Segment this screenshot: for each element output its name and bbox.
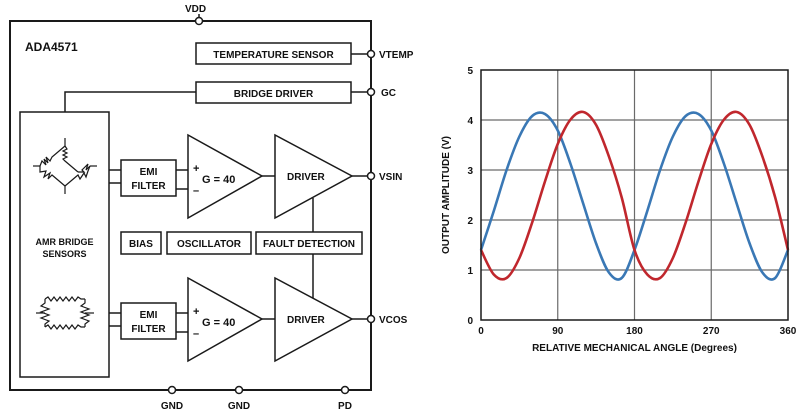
vdd-pin: [194, 16, 204, 26]
bridge-driver-wire: [64, 91, 196, 112]
pd-pin: [340, 385, 350, 395]
emi-filter-top-line1: EMI: [140, 167, 158, 178]
driver-bottom: [274, 276, 354, 363]
gnd-label-2: GND: [228, 401, 250, 412]
chip-name: ADA4571: [25, 40, 78, 54]
plot-frame: [480, 69, 789, 321]
y-axis-label: OUTPUT AMPLITUDE (V): [441, 136, 452, 254]
emi-filter-bottom-line1: EMI: [140, 310, 158, 321]
bridge-driver-label: BRIDGE DRIVER: [234, 89, 314, 100]
y-tick-label: 4: [467, 116, 473, 127]
series-line-red: [479, 110, 790, 281]
oscillator-label: OSCILLATOR: [177, 239, 242, 250]
temperature-sensor-label: TEMPERATURE SENSOR: [213, 50, 334, 61]
driver-bottom-label: DRIVER: [287, 315, 326, 326]
fault-detection-label: FAULT DETECTION: [263, 239, 355, 250]
gnd-pin-2: [234, 385, 244, 395]
y-tick-label: 3: [467, 166, 473, 177]
block-diagram: ADA4571 VDD TEMPERATURE SENSOR VTEMP BRI…: [9, 4, 414, 412]
amr-label-line2: SENSORS: [42, 249, 86, 259]
chart-grid: [481, 70, 788, 320]
gc-pin: [366, 87, 376, 97]
y-tick-label: 0: [467, 316, 473, 327]
driver-top-label: DRIVER: [287, 172, 326, 183]
amp-bottom-plus: +: [193, 306, 199, 318]
vdd-label: VDD: [185, 4, 206, 15]
emi-filter-top: [120, 159, 177, 197]
x-axis-label: RELATIVE MECHANICAL ANGLE (Degrees): [532, 343, 737, 354]
x-tick-label: 360: [780, 326, 797, 337]
x-tick-label: 270: [703, 326, 720, 337]
bias-block: [120, 231, 162, 255]
amp-top-minus: –: [193, 185, 199, 197]
amp-bottom-gain: G = 40: [202, 317, 235, 329]
x-tick-label: 180: [626, 326, 643, 337]
oscillator-block: [166, 231, 252, 255]
amplifier-top: [187, 133, 264, 220]
amr-bridge-bottom-icon: [36, 296, 94, 330]
vsin-pin: [366, 171, 376, 181]
vtemp-pin: [366, 49, 376, 59]
gnd-pin-1: [167, 385, 177, 395]
output-amplitude-chart: 0 1 2 3 4 5 0 90 180 270 360 RELATIVE MECHANICAL A…: [441, 66, 797, 354]
x-tick-label: 0: [478, 326, 484, 337]
bias-label: BIAS: [129, 239, 153, 250]
chip-outline: [9, 20, 372, 391]
pd-label: PD: [338, 401, 352, 412]
chart-series: [479, 110, 790, 281]
driver-top: [274, 133, 354, 220]
amr-sensors-block: [19, 111, 110, 378]
x-tick-label: 90: [552, 326, 564, 337]
emi-filter-top-line2: FILTER: [131, 181, 166, 192]
amp-top-plus: +: [193, 163, 199, 175]
amr-label-line1: AMR BRIDGE: [36, 237, 94, 247]
emi-filter-bottom: [120, 302, 177, 340]
vcos-label: VCOS: [379, 315, 408, 326]
y-tick-label: 5: [467, 66, 473, 77]
gnd-label-1: GND: [161, 401, 183, 412]
vtemp-label: VTEMP: [379, 50, 414, 61]
amr-bridge-top-icon: [33, 138, 97, 194]
chart-tick-labels: 0 1 2 3 4 5 0 90 180 270 360: [467, 66, 796, 337]
vcos-pin: [366, 314, 376, 324]
fault-detection-block: [255, 231, 363, 255]
y-tick-label: 1: [467, 266, 473, 277]
y-tick-label: 2: [467, 216, 473, 227]
gc-label: GC: [381, 88, 396, 99]
amp-bottom-minus: –: [193, 328, 199, 340]
emi-filter-bottom-line2: FILTER: [131, 324, 166, 335]
vsin-label: VSIN: [379, 172, 402, 183]
amp-top-gain: G = 40: [202, 174, 235, 186]
amplifier-bottom: [187, 276, 264, 363]
